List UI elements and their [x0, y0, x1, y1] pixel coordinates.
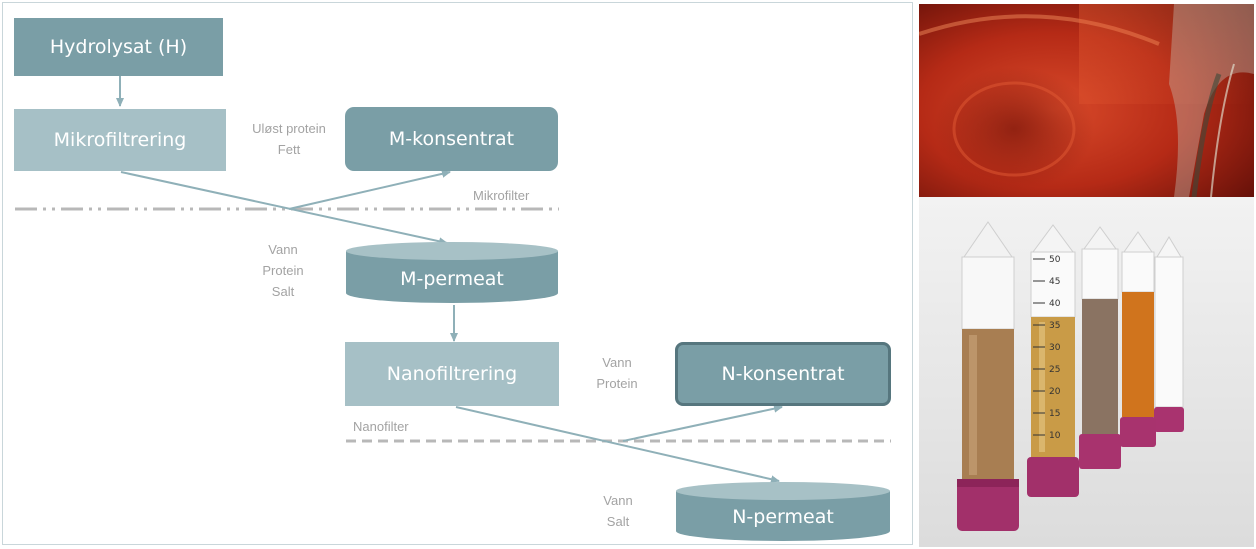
note-m-permeat: Vann Protein Salt [253, 239, 313, 302]
tube-golden [1027, 224, 1079, 497]
note-line: Protein [596, 376, 638, 391]
tube-scale-label: 30 [1049, 343, 1061, 353]
sample-tubes-image: 50 45 40 35 30 25 20 15 10 [919, 197, 1254, 547]
node-mikrofiltrering: Mikrofiltrering [14, 109, 226, 171]
note-line: Uløst protein [252, 121, 326, 136]
note-line: Fett [277, 142, 301, 157]
node-nanofiltrering: Nanofiltrering [345, 342, 559, 406]
node-m-permeat: M-permeat [345, 259, 559, 299]
note-n-permeat: Vann Salt [588, 490, 648, 532]
note-line: Salt [606, 514, 630, 529]
connector-layer [15, 76, 891, 484]
tube-amber [957, 221, 1019, 531]
tube-clear [1154, 236, 1184, 432]
note-line: Vann [268, 242, 298, 257]
node-m-konsentrat: M-konsentrat [345, 107, 558, 171]
note-line: Vann [603, 493, 633, 508]
tube-scale-label: 20 [1049, 387, 1061, 397]
flow-diagram-panel: Hydrolysat (H) Mikrofiltrering M-konsent… [2, 2, 913, 545]
tube-scale-label: 40 [1049, 299, 1061, 309]
tube-scale-label: 15 [1049, 409, 1060, 419]
node-m-permeat-label: M-permeat [400, 268, 504, 290]
note-line: Vann [602, 355, 632, 370]
note-n-konsentrat: Vann Protein [587, 352, 647, 394]
photo-sample-tubes: 50 45 40 35 30 25 20 15 10 [919, 197, 1254, 547]
label-mikrofilter: Mikrofilter [473, 188, 530, 203]
arrow-mikrofiltrering-to-m-permeat [120, 171, 448, 246]
photo-red-liquid [919, 4, 1254, 197]
node-m-permeat-shape [346, 242, 558, 303]
tube-scale-label: 25 [1049, 365, 1060, 375]
tube-scale-label: 35 [1049, 321, 1060, 331]
node-m-konsentrat-label: M-konsentrat [388, 128, 515, 150]
node-n-permeat-label: N-permeat [732, 506, 834, 528]
arrow-nanofiltrering-to-n-permeat [455, 406, 780, 484]
label-nanofilter: Nanofilter [353, 419, 409, 434]
tube-brown [1079, 226, 1121, 469]
node-hydrolysat: Hydrolysat (H) [14, 18, 223, 76]
tube-scale-label: 50 [1049, 255, 1061, 265]
tube-scale-label: 10 [1049, 431, 1061, 441]
arrow-to-n-konsentrat [622, 404, 783, 442]
tube-scale-label: 45 [1049, 277, 1060, 287]
tube-orange [1120, 231, 1156, 447]
node-n-konsentrat: N-konsentrat [675, 342, 891, 406]
tube-scale-marks: 50 45 40 35 30 25 20 15 10 [1033, 255, 1061, 441]
node-mikrofiltrering-label: Mikrofiltrering [53, 129, 187, 151]
node-n-permeat: N-permeat [675, 497, 891, 537]
red-liquid-image [919, 4, 1254, 197]
node-n-konsentrat-label: N-konsentrat [721, 363, 845, 385]
node-nanofiltrering-label: Nanofiltrering [386, 363, 518, 385]
note-line: Protein [262, 263, 304, 278]
arrow-to-m-konsentrat [288, 169, 451, 210]
node-n-permeat-shape [676, 482, 890, 541]
note-m-konsentrat: Uløst protein Fett [235, 118, 343, 160]
note-line: Salt [271, 284, 295, 299]
node-hydrolysat-label: Hydrolysat (H) [49, 36, 188, 58]
